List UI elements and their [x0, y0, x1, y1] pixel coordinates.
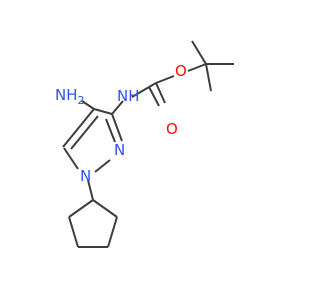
bond-carbonyl-ester-o	[155, 75, 175, 84]
bond-c3-nh	[111, 100, 124, 115]
carbamate-nh-label: NH	[117, 87, 140, 105]
ring-nitrogen-n1-label: N	[80, 167, 91, 185]
bond-c3-n2	[111, 113, 123, 142]
amino-group-subscript: 2	[78, 94, 85, 107]
bond-c3-n2-inner	[105, 118, 116, 143]
canvas-background	[0, 0, 300, 300]
ester-oxygen-label: O	[175, 62, 187, 80]
bond-nh-carbonyl	[131, 82, 157, 98]
atom-label-layer: NH2 NH O O N N	[55, 62, 187, 185]
bond-n2-n1	[94, 159, 111, 173]
bond-cp-4	[68, 216, 79, 248]
bond-c4-nh2	[81, 100, 95, 110]
bond-n1-c5	[63, 147, 79, 170]
carbonyl-oxygen-label: O	[166, 120, 178, 138]
bond-ester-o-tbu	[187, 63, 207, 72]
bond-cp-2	[107, 216, 118, 248]
bond-cp-1	[92, 199, 118, 218]
bond-carbonyl-o-double-b	[148, 86, 160, 107]
bond-tbu-methyl-down	[205, 63, 212, 92]
bond-c4-c5-inner	[70, 115, 99, 150]
bond-n1-cyclopentyl	[87, 179, 94, 201]
bond-c4-c5	[62, 108, 95, 148]
amino-group-main: NH	[55, 86, 78, 104]
amino-group-label: NH2	[55, 86, 85, 107]
bond-cp-5	[68, 199, 94, 218]
bond-carbonyl-o-double-a	[155, 82, 166, 104]
bond-tbu-methyl-up	[191, 40, 207, 65]
bond-c4-c3	[93, 108, 113, 115]
molecule-diagram: NH2 NH O O N N	[0, 0, 300, 300]
ring-nitrogen-n2-label: N	[114, 141, 125, 159]
bond-layer	[62, 40, 234, 248]
